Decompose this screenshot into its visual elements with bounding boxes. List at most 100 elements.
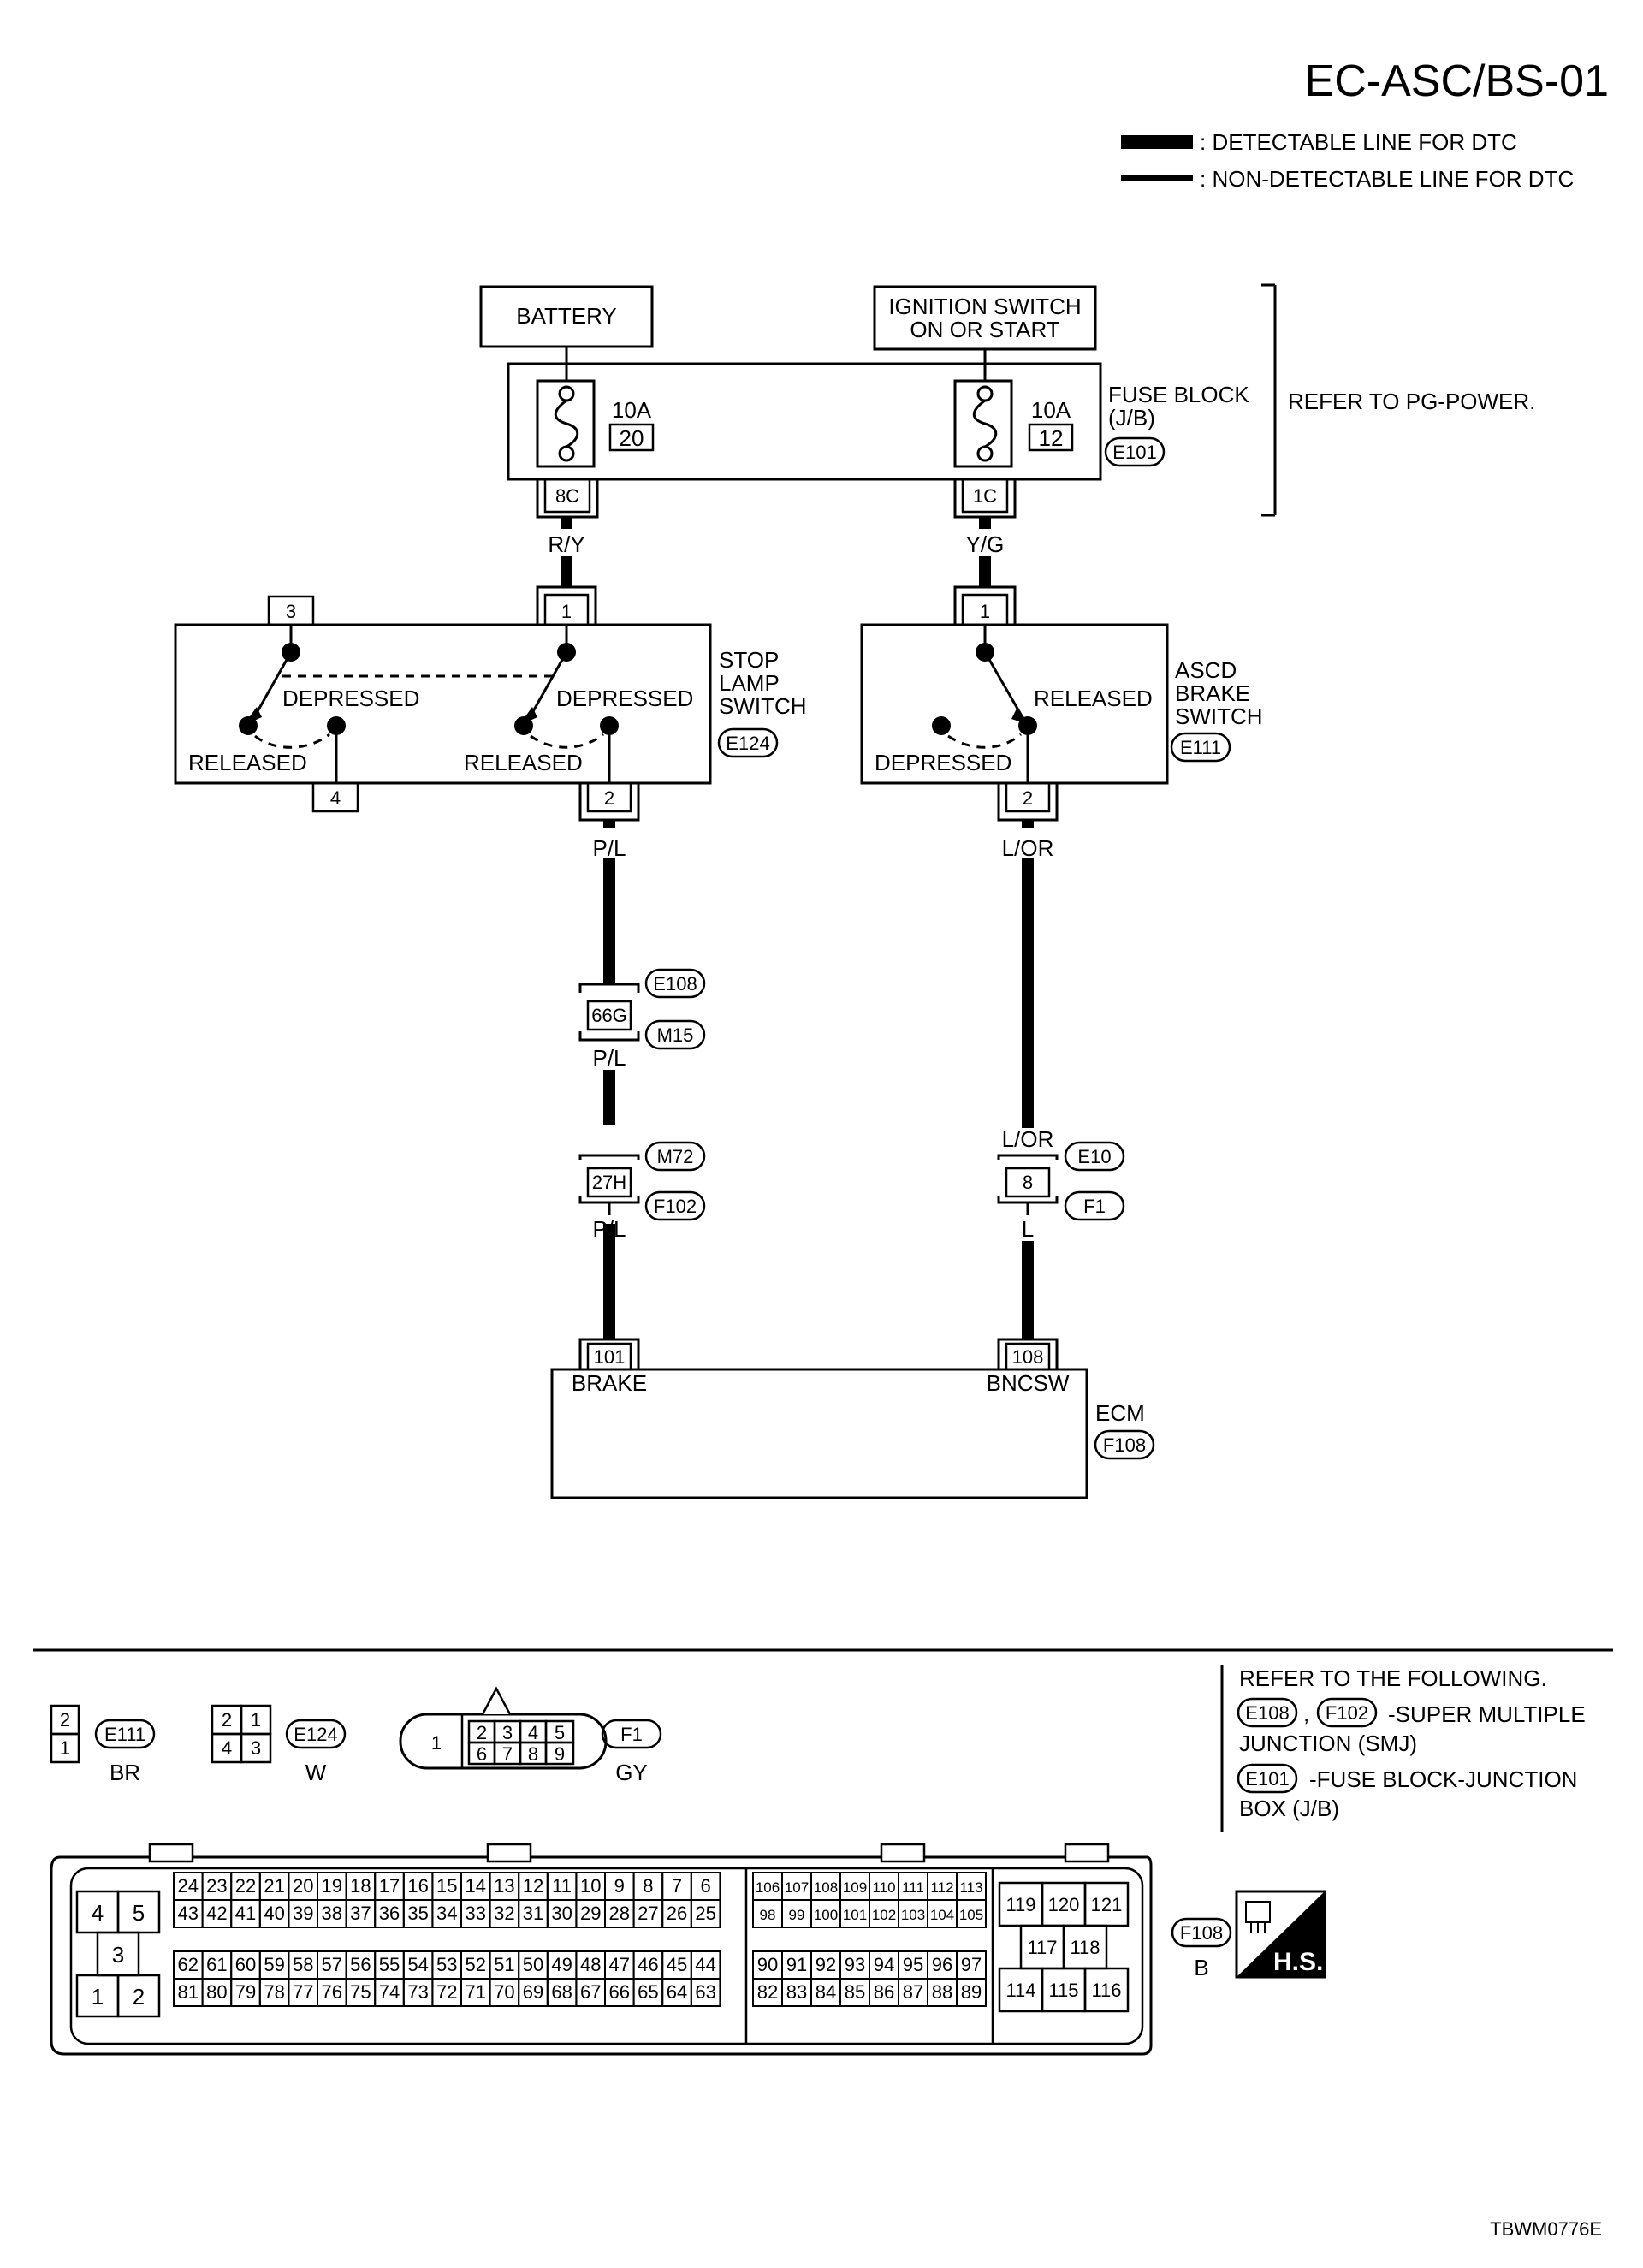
f108-pin-81: 81	[178, 1981, 199, 2003]
battery-label: BATTERY	[516, 303, 617, 329]
junction-f102: F102	[654, 1196, 697, 1217]
f108-pin-109: 109	[843, 1879, 867, 1896]
fuse2-amp: 10A	[1031, 397, 1071, 423]
f108-pin-106: 106	[756, 1879, 780, 1896]
f108-pin-4: 4	[92, 1900, 104, 1926]
ecm-label-brake: BRAKE	[572, 1370, 647, 1396]
e111-color: BR	[110, 1760, 140, 1785]
f108-pin-17: 17	[379, 1875, 400, 1897]
f108-pin-27: 27	[638, 1903, 658, 1924]
f108-pin-18: 18	[350, 1875, 371, 1897]
f108-pin-45: 45	[667, 1954, 687, 1975]
refer-comma: ,	[1303, 1701, 1309, 1726]
f108-pin-112: 112	[930, 1879, 953, 1896]
f108-pin-25: 25	[695, 1903, 715, 1924]
f108-pin-108: 108	[814, 1879, 838, 1896]
f108-pin-82: 82	[757, 1981, 778, 2003]
ignition-label-2: ON OR START	[910, 317, 1059, 342]
f108-pin-cell	[690, 1899, 721, 1928]
f108-pin-16: 16	[407, 1875, 428, 1897]
f108-pin-6: 6	[700, 1875, 710, 1897]
f108-pin-68: 68	[551, 1981, 572, 2003]
f108-pin-71: 71	[466, 1981, 486, 2003]
f108-pin-10: 10	[580, 1875, 601, 1897]
f108-color: B	[1194, 1955, 1208, 1980]
f108-pin-100: 100	[814, 1907, 838, 1923]
ascd-depressed: DEPRESSED	[875, 750, 1011, 775]
e124-pin-3: 3	[251, 1737, 261, 1759]
f108-pin-12: 12	[523, 1875, 543, 1897]
f108-pin-75: 75	[350, 1981, 371, 2003]
refer-e101: E101	[1245, 1768, 1289, 1790]
f108-pin-83: 83	[786, 1981, 807, 2003]
legend-detectable-label: : DETECTABLE LINE FOR DTC	[1200, 129, 1517, 155]
f1-pin-2: 2	[477, 1722, 487, 1743]
sls-pin3: 3	[286, 601, 296, 622]
f108-pin-116: 116	[1091, 1980, 1121, 2001]
f108-pin-58: 58	[293, 1954, 313, 1975]
f108-pin-22: 22	[235, 1875, 256, 1897]
f108-pin-114: 114	[1005, 1980, 1035, 2001]
ascd-label-3: SWITCH	[1175, 704, 1263, 729]
ecm-label-bncsw: BNCSW	[987, 1370, 1070, 1396]
fuse-pin-1c: 1C	[973, 485, 997, 507]
f108-pin-34: 34	[436, 1903, 457, 1924]
f108-pin-11: 11	[552, 1875, 572, 1897]
f108-pin-86: 86	[874, 1981, 894, 2003]
f108-pin-56: 56	[350, 1954, 371, 1975]
junction-e108: E108	[653, 973, 697, 994]
refer-fb-2: BOX (J/B)	[1239, 1796, 1339, 1821]
f108-pin-90: 90	[757, 1954, 778, 1975]
f108-pin-74: 74	[379, 1981, 400, 2003]
e124-pin-4: 4	[222, 1737, 232, 1759]
f108-pin-60: 60	[235, 1954, 256, 1975]
f108-pin-32: 32	[494, 1903, 514, 1924]
e124-color: W	[305, 1760, 327, 1785]
f108-pin-13: 13	[494, 1875, 514, 1897]
ecm-pin-108: 108	[1012, 1346, 1044, 1368]
f108-pin-110: 110	[872, 1879, 895, 1896]
sls-depressed-2: DEPRESSED	[556, 686, 693, 711]
f108-pin-121: 121	[1091, 1894, 1123, 1915]
f108-pin-39: 39	[293, 1903, 313, 1924]
sls-depressed-1: DEPRESSED	[282, 686, 419, 711]
f108-pin-59: 59	[264, 1954, 284, 1975]
f108-pin-29: 29	[580, 1903, 601, 1924]
junction-f1: F1	[1083, 1196, 1106, 1217]
f108-pin-119: 119	[1005, 1894, 1035, 1915]
f108-pin-103: 103	[901, 1907, 925, 1923]
f108-pin-66: 66	[609, 1981, 630, 2003]
sls-connector: E124	[726, 733, 769, 754]
f108-pin-91: 91	[786, 1954, 807, 1975]
wire-lor-1: L/OR	[1002, 835, 1054, 861]
f1-pin-8: 8	[528, 1743, 538, 1765]
wire-yg: Y/G	[966, 531, 1005, 557]
f108-pin-2: 2	[133, 1984, 145, 2010]
f108-pin-20: 20	[293, 1875, 313, 1897]
f108-pin-40: 40	[264, 1903, 284, 1924]
wire-ry: R/Y	[548, 531, 584, 557]
ascd-released: RELEASED	[1034, 686, 1153, 711]
ascd-pin1: 1	[980, 601, 990, 622]
fuse-20	[536, 379, 596, 468]
f108-pin-36: 36	[379, 1903, 400, 1924]
f1-pin-4: 4	[528, 1722, 538, 1743]
f108-pin-57: 57	[322, 1954, 342, 1975]
f108-pin-78: 78	[264, 1981, 284, 2003]
f108-pin-97: 97	[961, 1954, 982, 1975]
f108-pin-67: 67	[580, 1981, 601, 2003]
f108-pin-cell	[956, 1978, 987, 2007]
document-code: TBWM0776E	[1490, 2218, 1602, 2240]
junction-8: 8	[1023, 1172, 1033, 1193]
f108-pin-118: 118	[1070, 1937, 1100, 1958]
f108-pin-62: 62	[178, 1954, 199, 1975]
fuse-block-box	[507, 362, 1102, 481]
f108-pin-113: 113	[959, 1879, 982, 1896]
f108-pin-26: 26	[667, 1903, 687, 1924]
f108-pin-104: 104	[930, 1907, 954, 1923]
f108-pin-96: 96	[932, 1954, 952, 1975]
f108-pin-92: 92	[816, 1954, 836, 1975]
fuse2-num: 12	[1039, 425, 1064, 451]
f108-pin-93: 93	[845, 1954, 865, 1975]
f108-pin-46: 46	[638, 1954, 658, 1975]
